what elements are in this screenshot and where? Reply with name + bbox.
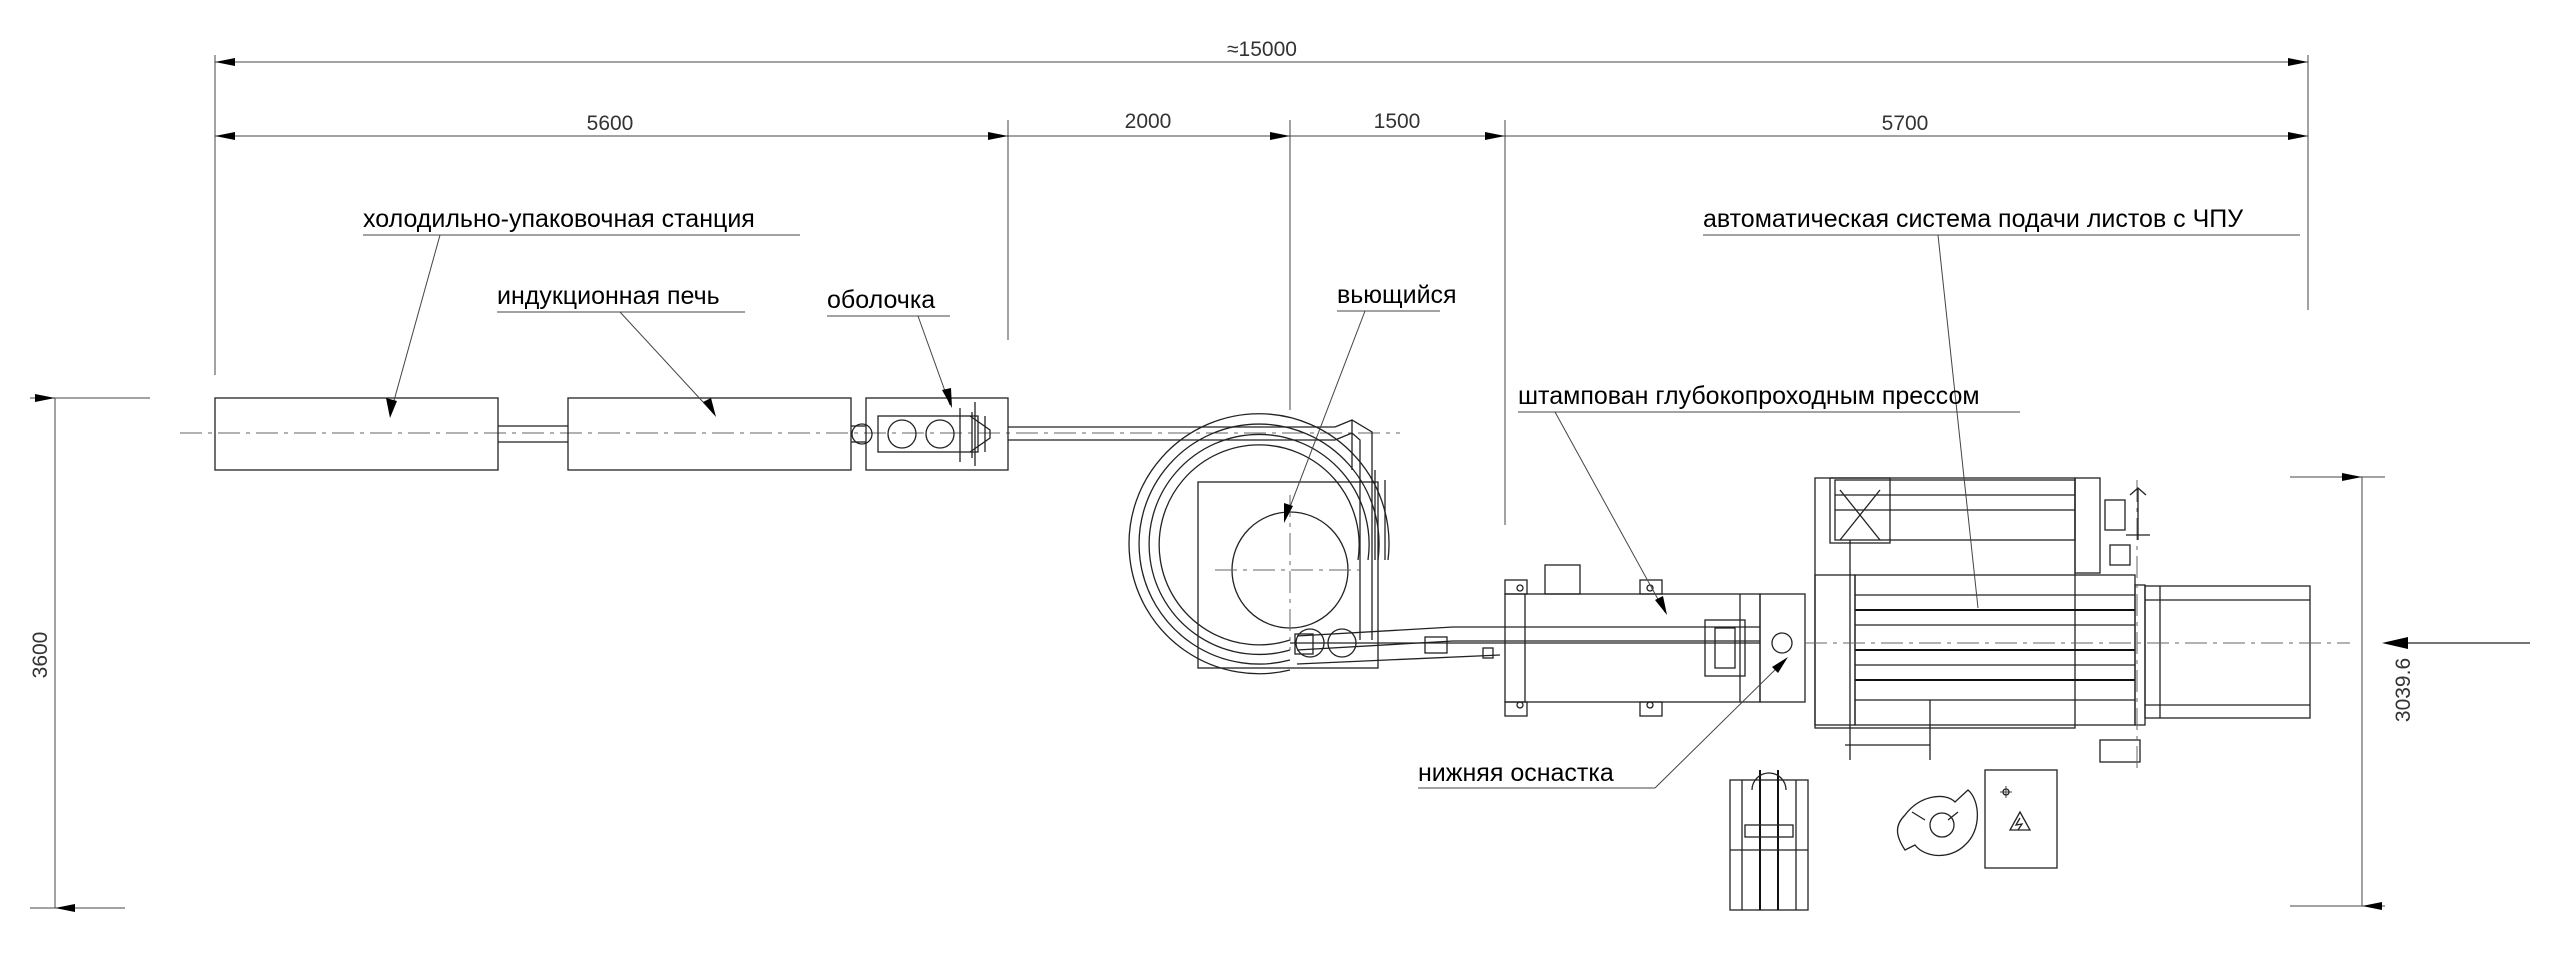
deep-draw-press — [1504, 564, 1806, 717]
dimension-total: ≈15000 — [214, 38, 2309, 375]
label-cooling-station: холодильно-упаковочная станция — [363, 205, 800, 418]
strip-to-winder — [1008, 419, 1373, 640]
label-induction-furnace-text: индукционная печь — [497, 282, 720, 310]
label-cnc-feed: автоматическая система подачи листов с Ч… — [1703, 205, 2300, 609]
dim-height-left-label: 3600 — [29, 632, 52, 679]
die-cross-section — [1896, 789, 1978, 857]
electrical-cabinet — [1984, 769, 2058, 869]
shell-unit — [851, 397, 1009, 471]
dim-seg2-label: 2000 — [1125, 110, 1172, 133]
connector-pipe-2 — [851, 425, 866, 443]
label-winder: вьющийся — [1284, 281, 1457, 523]
winder-unit — [1128, 413, 1390, 675]
dim-height-right-label: 3039.6 — [2392, 658, 2415, 722]
label-cnc-feed-text: автоматическая система подачи листов с Ч… — [1703, 205, 2243, 233]
label-lower-tooling-text: нижняя оснастка — [1418, 759, 1614, 787]
label-winder-text: вьющийся — [1337, 281, 1457, 309]
conveyor-to-press — [1290, 626, 1760, 665]
label-cooling-station-text: холодильно-упаковочная станция — [363, 205, 755, 233]
label-press-text: штампован глубокопроходным прессом — [1518, 382, 1980, 410]
induction-furnace — [567, 397, 852, 471]
label-shell-text: оболочка — [827, 286, 935, 314]
feed-direction-arrow — [2382, 637, 2530, 649]
label-induction-furnace: индукционная печь — [497, 282, 745, 417]
cnc-sheet-feed-system — [1805, 477, 2350, 770]
lower-tooling-detail — [1729, 770, 1809, 911]
dimension-chain: 5600 2000 1500 5700 — [215, 110, 2308, 525]
connector-pipe-1 — [498, 425, 568, 443]
cooling-packing-station — [214, 397, 499, 471]
dim-seg1-label: 5600 — [587, 112, 634, 135]
label-press: штампован глубокопроходным прессом — [1518, 382, 2020, 615]
dimension-height-left: 3600 — [29, 394, 150, 912]
dim-total-label: ≈15000 — [1227, 38, 1297, 61]
dimension-height-right: 3039.6 — [2290, 473, 2415, 910]
label-lower-tooling: нижняя оснастка — [1418, 657, 1788, 789]
dim-seg4-label: 5700 — [1882, 112, 1929, 135]
dim-seg3-label: 1500 — [1374, 110, 1421, 133]
label-shell: оболочка — [827, 286, 952, 408]
